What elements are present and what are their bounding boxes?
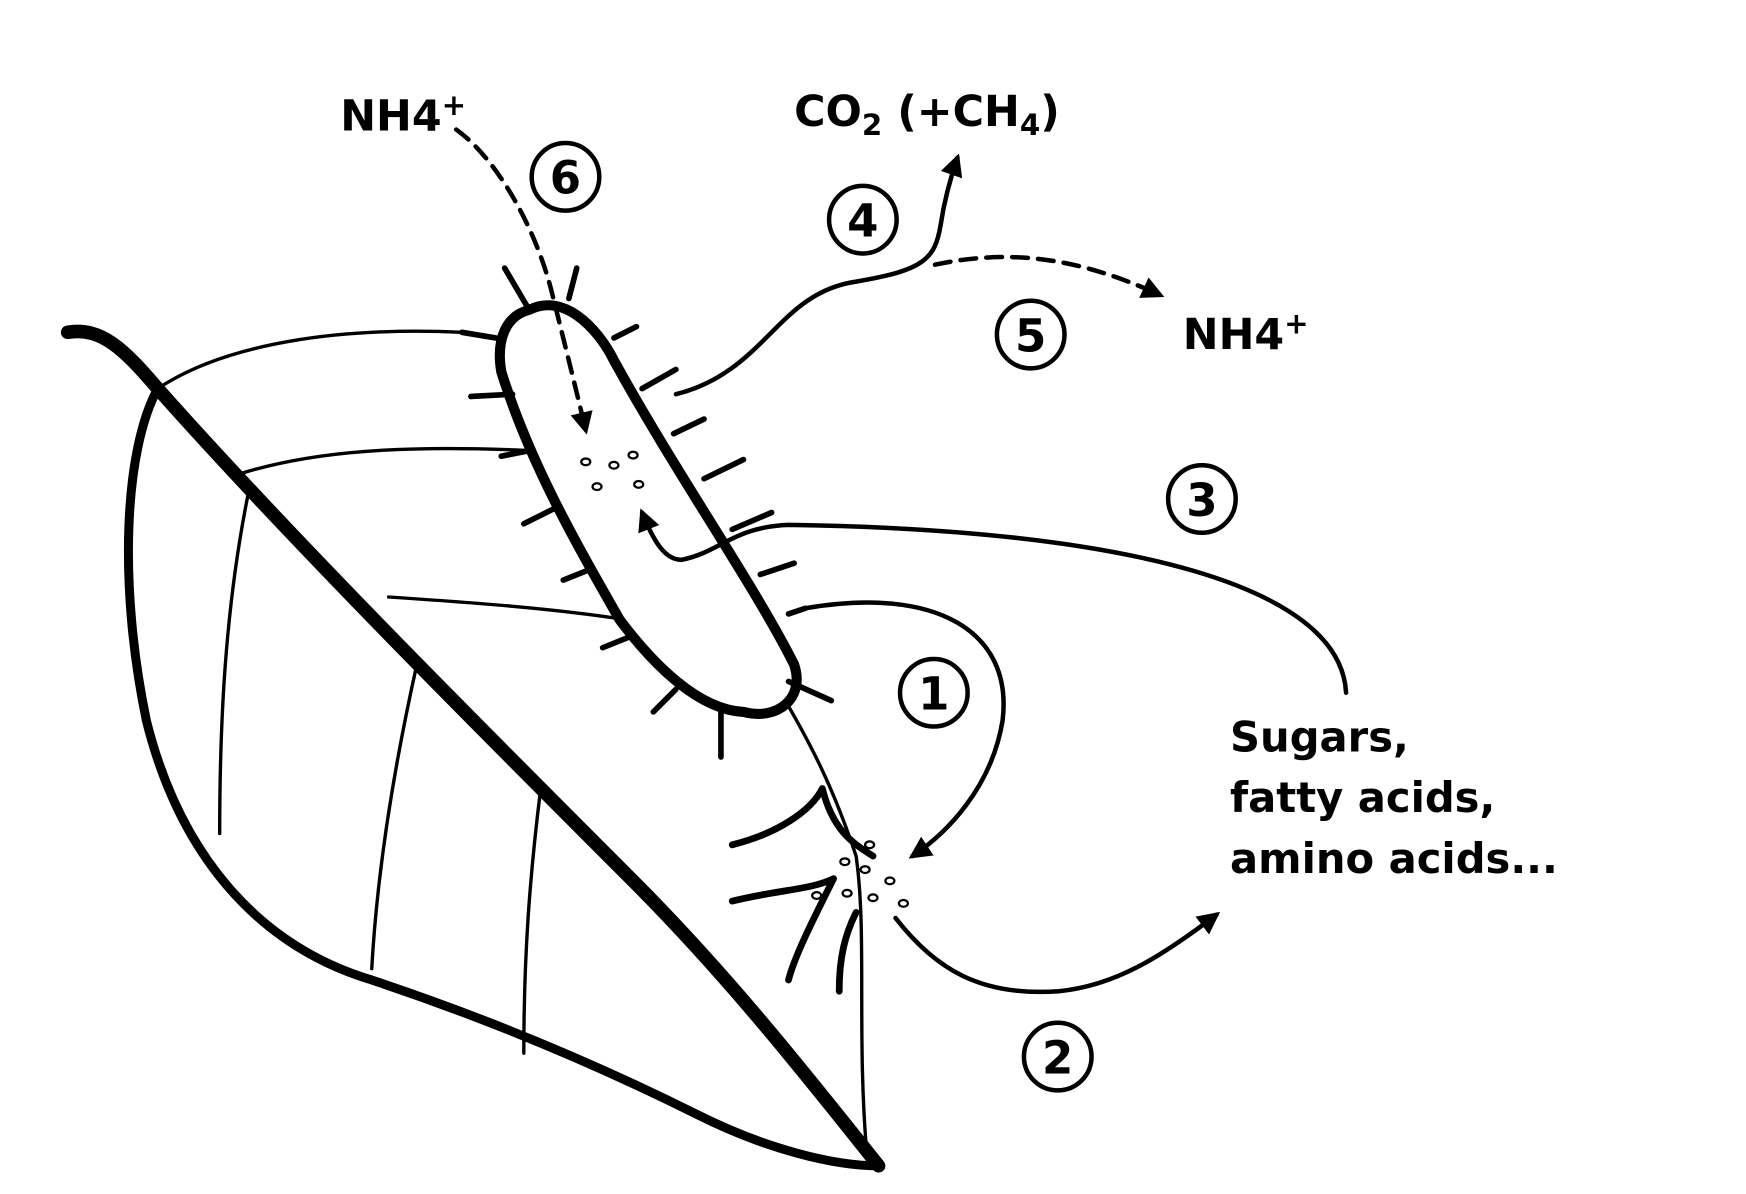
step-markers: 1 2 3 4 5 6	[529, 140, 1238, 1093]
leaf-tear	[728, 785, 877, 995]
leaf-outline-left	[123, 384, 884, 1171]
step-2-marker: 2	[1021, 1020, 1094, 1093]
arrow-step-3	[638, 508, 1349, 695]
step-1-marker: 1	[897, 656, 970, 729]
svg-text:3: 3	[1186, 474, 1217, 527]
nutrients-line-2: fatty acids,	[1230, 773, 1495, 822]
process-arrows	[453, 127, 1349, 995]
step-4-marker: 4	[826, 183, 899, 256]
leaf-vein-5	[522, 786, 543, 1055]
arrow-step-2	[893, 911, 1221, 995]
nutrients-label: Sugars, fatty acids, amino acids...	[1230, 712, 1558, 883]
leaf-wound-granules	[811, 840, 910, 908]
step-6-marker: 6	[529, 140, 602, 213]
svg-text:2: 2	[1042, 1031, 1073, 1084]
svg-text:4: 4	[847, 195, 878, 248]
leaf-outline-top	[156, 329, 464, 391]
step-3-marker: 3	[1165, 462, 1238, 536]
bacterium-flagella	[459, 265, 835, 760]
step-5-marker: 5	[994, 298, 1067, 371]
arrow-step-5	[932, 254, 1165, 298]
bacterium-body	[494, 300, 802, 719]
leaf-illustration	[60, 324, 886, 1173]
svg-text:6: 6	[550, 152, 581, 205]
leaf-vein-1	[240, 446, 532, 475]
bacterium	[459, 265, 835, 760]
arrow-step-4	[673, 153, 963, 397]
nh4-input-label: NH4+	[340, 88, 466, 142]
svg-text:1: 1	[918, 668, 949, 721]
leaf-midrib	[60, 324, 886, 1173]
bacterium-granules	[580, 450, 645, 492]
leaf-vein-4	[370, 662, 419, 971]
nutrients-line-1: Sugars,	[1230, 712, 1409, 761]
svg-text:5: 5	[1015, 309, 1046, 362]
arrow-step-1	[803, 600, 1006, 859]
leaf-vein-2	[217, 493, 250, 836]
nutrients-line-3: amino acids...	[1230, 834, 1558, 883]
arrow-step-6	[453, 127, 593, 435]
nh4-output-label: NH4+	[1183, 306, 1309, 360]
leaf-vein-3	[386, 595, 627, 622]
co2-ch4-label: CO2 (+CH4)	[794, 87, 1060, 142]
leaf-right-edge	[775, 685, 870, 1162]
